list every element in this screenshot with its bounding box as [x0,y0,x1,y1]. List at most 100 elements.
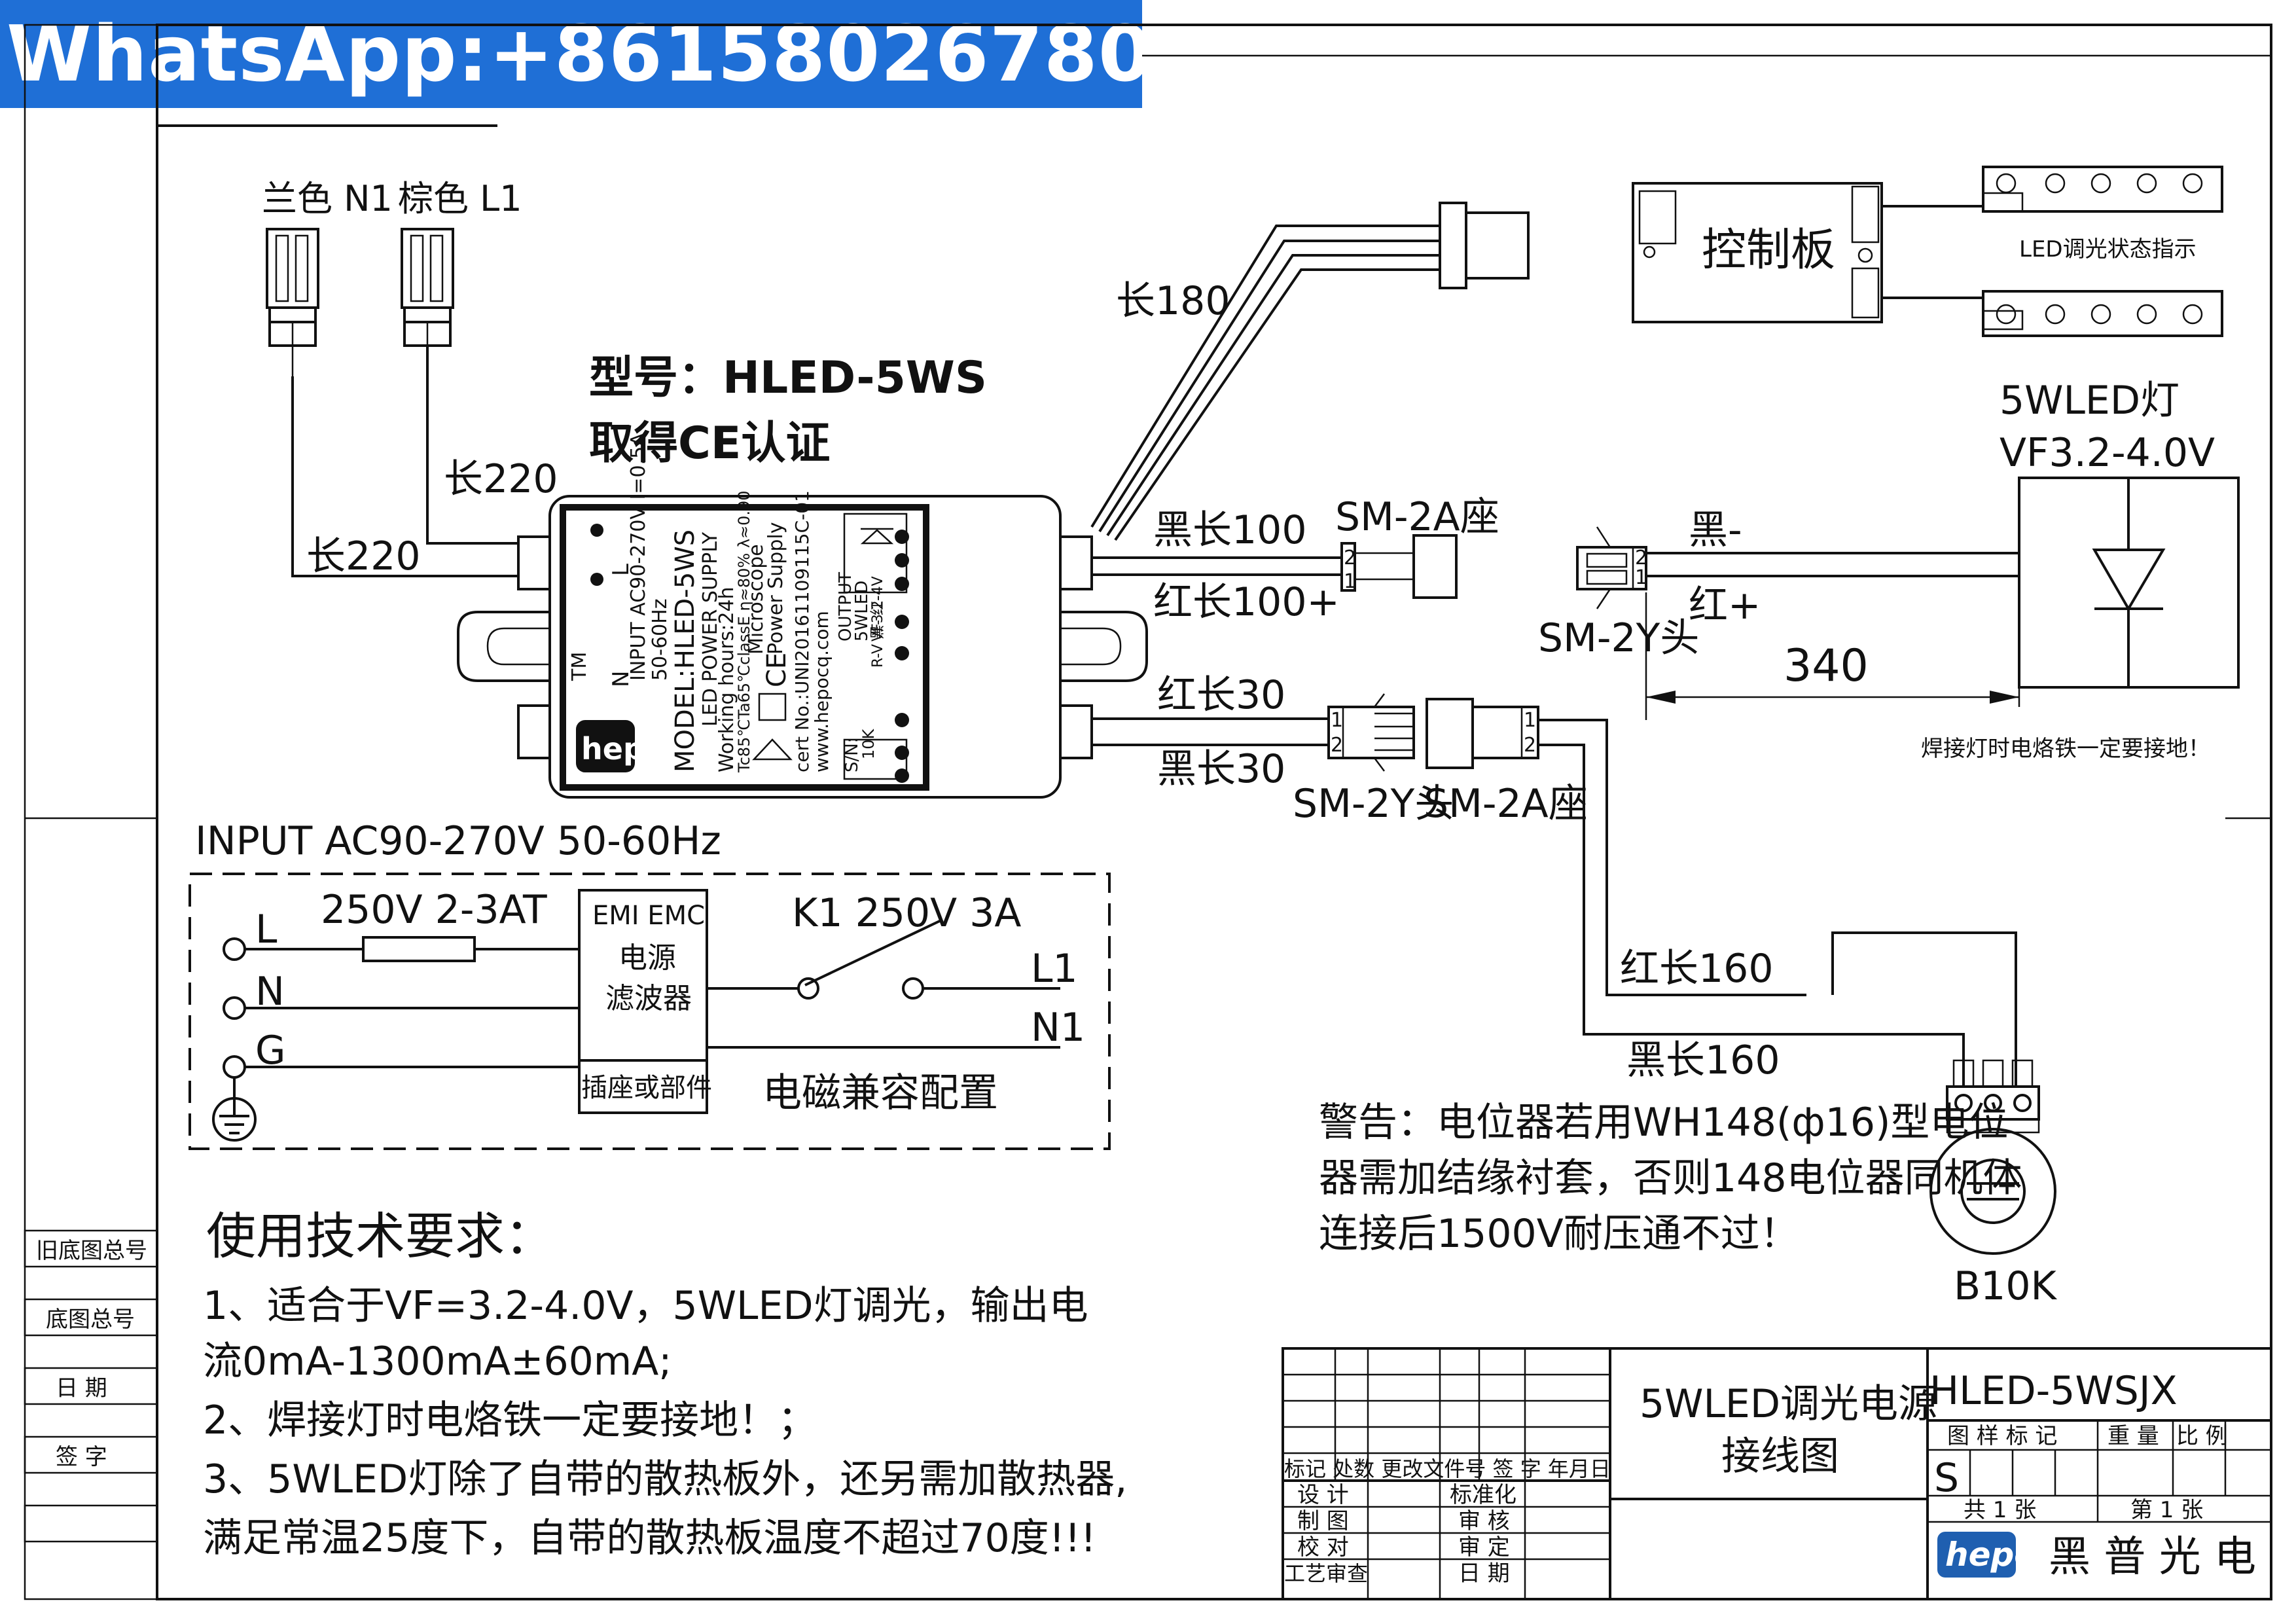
left-col-2: 底图总号 [46,1307,135,1333]
emi-line-1: EMI EMC [592,901,705,931]
model-title: 型号：HLED-5WS [589,352,987,404]
connector-sm2y-bottom: SM-2Y头 [1293,781,1454,827]
driver-l: L [608,564,634,576]
req-line-5: 满足常温25度下，自带的散热板温度不超过70度!!! [203,1515,1096,1561]
connector-sm2a-bottom: SM-2A座 [1424,781,1588,827]
ac-leads: 兰色 N1 棕色 L1 长220 长220 [262,178,558,579]
sheets-total: 共 1 张 [1964,1497,2036,1523]
length-red100: 红长100+ [1153,579,1340,625]
pin-1-a: 1 [1344,570,1356,593]
led-black: 黑- [1689,507,1742,553]
req-line-3: 2、焊接灯时电烙铁一定要接地！； [203,1398,817,1443]
tb-left-4: 工艺审查 [1284,1561,1368,1586]
sheet-number: 第 1 张 [2130,1497,2203,1523]
cable-30: 红长30 黑长30 1 2 1 2 SM-2Y头 SM-2A座 红长160 黑长… [1092,672,2017,1087]
warning-line-1: 警告：电位器若用WH148(ф16)型电位 [1319,1100,2008,1146]
left-col-3: 日 期 [56,1375,107,1401]
length-340: 340 [1784,640,1869,692]
left-col-1: 旧底图总号 [36,1238,147,1264]
sch-L: L [255,907,278,952]
driver-unit: hepo TM N L INPUT AC90-270V I=0.5A 50-60… [457,433,1148,799]
driver-microscope: Microscope [745,544,768,655]
pin-1-b: 1 [1635,566,1647,589]
length-180: 长180 [1116,278,1230,324]
solder-warning: 焊接灯时电烙铁一定要接地！ [1921,736,2210,762]
driver-freq: 50-60Hz [649,599,672,681]
company-logo: hepo [1945,1536,2037,1574]
drawing-title-2: 接线图 [1721,1434,1839,1479]
driver-input: INPUT AC90-270V I=0.5A [627,433,650,681]
part-number: HLED-5WSJX [1929,1368,2178,1414]
lead-l-label: 棕色 L1 [398,178,522,219]
mark-s: S [1934,1455,1959,1501]
driver-logo: hepo [581,731,665,767]
length-red30: 红长30 [1157,672,1285,718]
title-block: 标记 处数 更改文件号 签 字 年月日 设 计 制 图 校 对 工艺审查 标准化… [1282,1347,2272,1600]
switch-label: K1 250V 3A [792,890,1021,936]
warning-line-2: 器需加结缘衬套，否则148电位器同机体 [1319,1155,2022,1201]
warning-line-3: 连接后1500V耐压通不过！ [1319,1211,1799,1257]
driver-tm: TM [568,652,591,681]
length-black100: 黑长100 [1153,507,1307,553]
length-black160: 黑长160 [1626,1038,1780,1083]
tb-header-row: 标记 处数 更改文件号 签 字 年月日 [1284,1456,1611,1481]
req-line-2: 流0mA-1300mA±60mA; [203,1339,672,1384]
scale-header: 比 例 [2176,1423,2228,1449]
led-vf: VF3.2-4.0V [2000,430,2215,476]
req-line-4: 3、5WLED灯除了自带的散热板外，还另需加散热器, [203,1456,1127,1502]
driver-work: Working hours:24h [715,586,738,772]
driver-ce: CE [762,653,792,687]
driver-rv: R-V 黑- 红- [870,596,886,668]
led-title: 5WLED灯 [2000,378,2179,424]
fuse-label: 250V 2-3AT [321,887,547,933]
control-board-label: 控制板 [1702,225,1835,276]
driver-www: www.hepocq.com [811,611,833,772]
tb-right-3: 审 定 [1458,1534,1510,1561]
input-spec: INPUT AC90-270V 50-60Hz [195,818,721,864]
req-title: 使用技术要求： [206,1207,554,1265]
pin-2-a: 2 [1344,547,1356,569]
driver-cert: cert No.:UNI20161109115C-01 [791,490,813,772]
connector-sm2y-led: SM-2Y头 [1538,615,1699,661]
led-indicator-label: LED调光状态指示 [2019,236,2197,262]
emi-line-2: 电源 [619,941,676,975]
tb-left-3: 校 对 [1297,1534,1349,1561]
pin-1-c: 1 [1331,709,1343,732]
driver-temp: Tc85℃Ta65℃classE η≈80% λ≈0.90 [735,490,753,773]
emi-socket: 插座或部件 [581,1073,712,1103]
input-schematic: INPUT AC90-270V 50-60Hz L N G 250V 2-3AT… [188,818,1111,1150]
pot-label: B10K [1954,1263,2058,1309]
led-red: 红+ [1689,583,1761,628]
drawing-title-1: 5WLED调光电源 [1640,1381,1937,1427]
ce-cert: 取得CE认证 [589,418,830,469]
left-column: 旧底图总号 底图总号 日 期 签 字 [24,1229,158,1543]
tb-right-4: 日 期 [1458,1561,1510,1587]
cable-180: 长180 [1090,202,1530,541]
weight-header: 重 量 [2108,1423,2159,1449]
pin-2-b: 2 [1635,547,1647,569]
tb-left-1: 设 计 [1297,1482,1349,1508]
left-col-4: 签 字 [56,1444,107,1470]
sch-L1: L1 [1031,946,1078,992]
length-black30: 黑长30 [1157,746,1285,792]
driver-output: OUTPUT [836,572,855,641]
drawing-frame [24,24,2272,1600]
driver-supply: LED POWER SUPPLY [699,532,722,727]
emi-line-3: 滤波器 [605,982,692,1015]
driver-sn: S/N: [842,738,862,772]
tb-right-1: 标准化 [1450,1482,1516,1508]
potentiometer: B10K [1929,1059,2058,1309]
led-assembly: 5WLED灯 VF3.2-4.0V 2 1 黑- 红+ SM-2Y头 340 焊… [1538,378,2240,762]
requirements: 使用技术要求： 1、适合于VF=3.2-4.0V，5WLED灯调光，输出电 流0… [203,1207,1127,1561]
length-red160: 红长160 [1620,946,1774,992]
driver-pot: 10K [859,728,878,759]
tb-right-2: 审 核 [1458,1508,1510,1534]
length-ac-a: 长220 [306,533,421,579]
cable-100: 黑长100 红长100+ 2 1 SM-2A座 [1092,494,1499,625]
emc-label: 电磁兼容配置 [762,1070,998,1116]
tb-left-2: 制 图 [1297,1508,1349,1534]
driver-model: MODEL:HLED-5WS [670,530,700,772]
mark-headers: 图 样 标 记 [1947,1423,2057,1449]
